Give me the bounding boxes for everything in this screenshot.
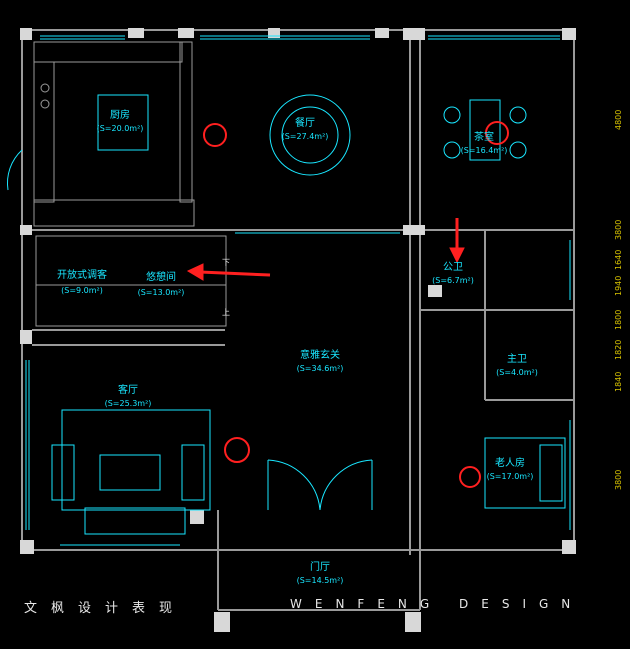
room-label-dining: 餐厅 — [295, 118, 315, 129]
room-area-dining: (S=27.4m²) — [281, 132, 329, 141]
room-area-kitchen: (S=20.0m²) — [96, 124, 144, 133]
stair-mark-up: 上 — [222, 308, 230, 317]
room-label-living: 客厅 — [118, 385, 138, 396]
room-area-elder: (S=17.0m²) — [486, 472, 534, 481]
staircase — [35, 235, 227, 327]
wall-blocks — [20, 28, 576, 632]
room-label-leisure: 悠憩间 — [146, 272, 176, 283]
room-area-master-wc: (S=4.0m²) — [496, 368, 538, 377]
dining-table — [269, 94, 351, 176]
dim-label-6: 1820 — [614, 339, 623, 360]
kitchen-counter — [33, 41, 195, 227]
red-markers — [203, 121, 509, 488]
dim-label-3: 1640 — [614, 249, 623, 270]
red-arrows — [186, 218, 465, 281]
elder-bed — [484, 437, 566, 509]
room-label-foyer: 门厅 — [310, 562, 330, 573]
room-label-tea: 茶室 — [474, 132, 494, 143]
room-area-public-wc: (S=6.7m²) — [432, 276, 474, 285]
room-label-study: 开放式调客 — [57, 270, 107, 281]
dim-label-7: 1840 — [614, 371, 623, 392]
dim-label-2: 3800 — [614, 219, 623, 240]
room-area-study: (S=9.0m²) — [61, 286, 103, 295]
windows — [25, 35, 571, 546]
room-label-public-wc: 公卫 — [443, 262, 463, 273]
walls — [21, 29, 575, 611]
room-label-entrance: 意雅玄关 — [300, 350, 340, 361]
footer-brand-cn: 文枫设计表现 — [24, 601, 187, 616]
footer-brand-en: WENFENG DESIGN — [290, 597, 584, 611]
dim-label-8: 3800 — [614, 469, 623, 490]
dim-label-1: 4800 — [614, 109, 623, 130]
room-area-tea: (S=16.4m²) — [460, 146, 508, 155]
stair-mark-down: 下 — [222, 258, 230, 267]
room-area-living: (S=25.3m²) — [104, 399, 152, 408]
room-label-elder: 老人房 — [495, 458, 525, 469]
tea-furniture — [443, 99, 527, 161]
room-area-leisure: (S=13.0m²) — [137, 288, 185, 297]
room-label-master-wc: 主卫 — [507, 354, 527, 365]
living-sofa — [51, 409, 211, 535]
dim-label-5: 1800 — [614, 309, 623, 330]
room-label-kitchen: 厨房 — [110, 110, 130, 121]
dim-label-4: 1940 — [614, 275, 623, 296]
room-area-foyer: (S=14.5m²) — [296, 576, 344, 585]
room-area-entrance: (S=34.6m²) — [296, 364, 344, 373]
entrance-doors — [6, 149, 373, 511]
